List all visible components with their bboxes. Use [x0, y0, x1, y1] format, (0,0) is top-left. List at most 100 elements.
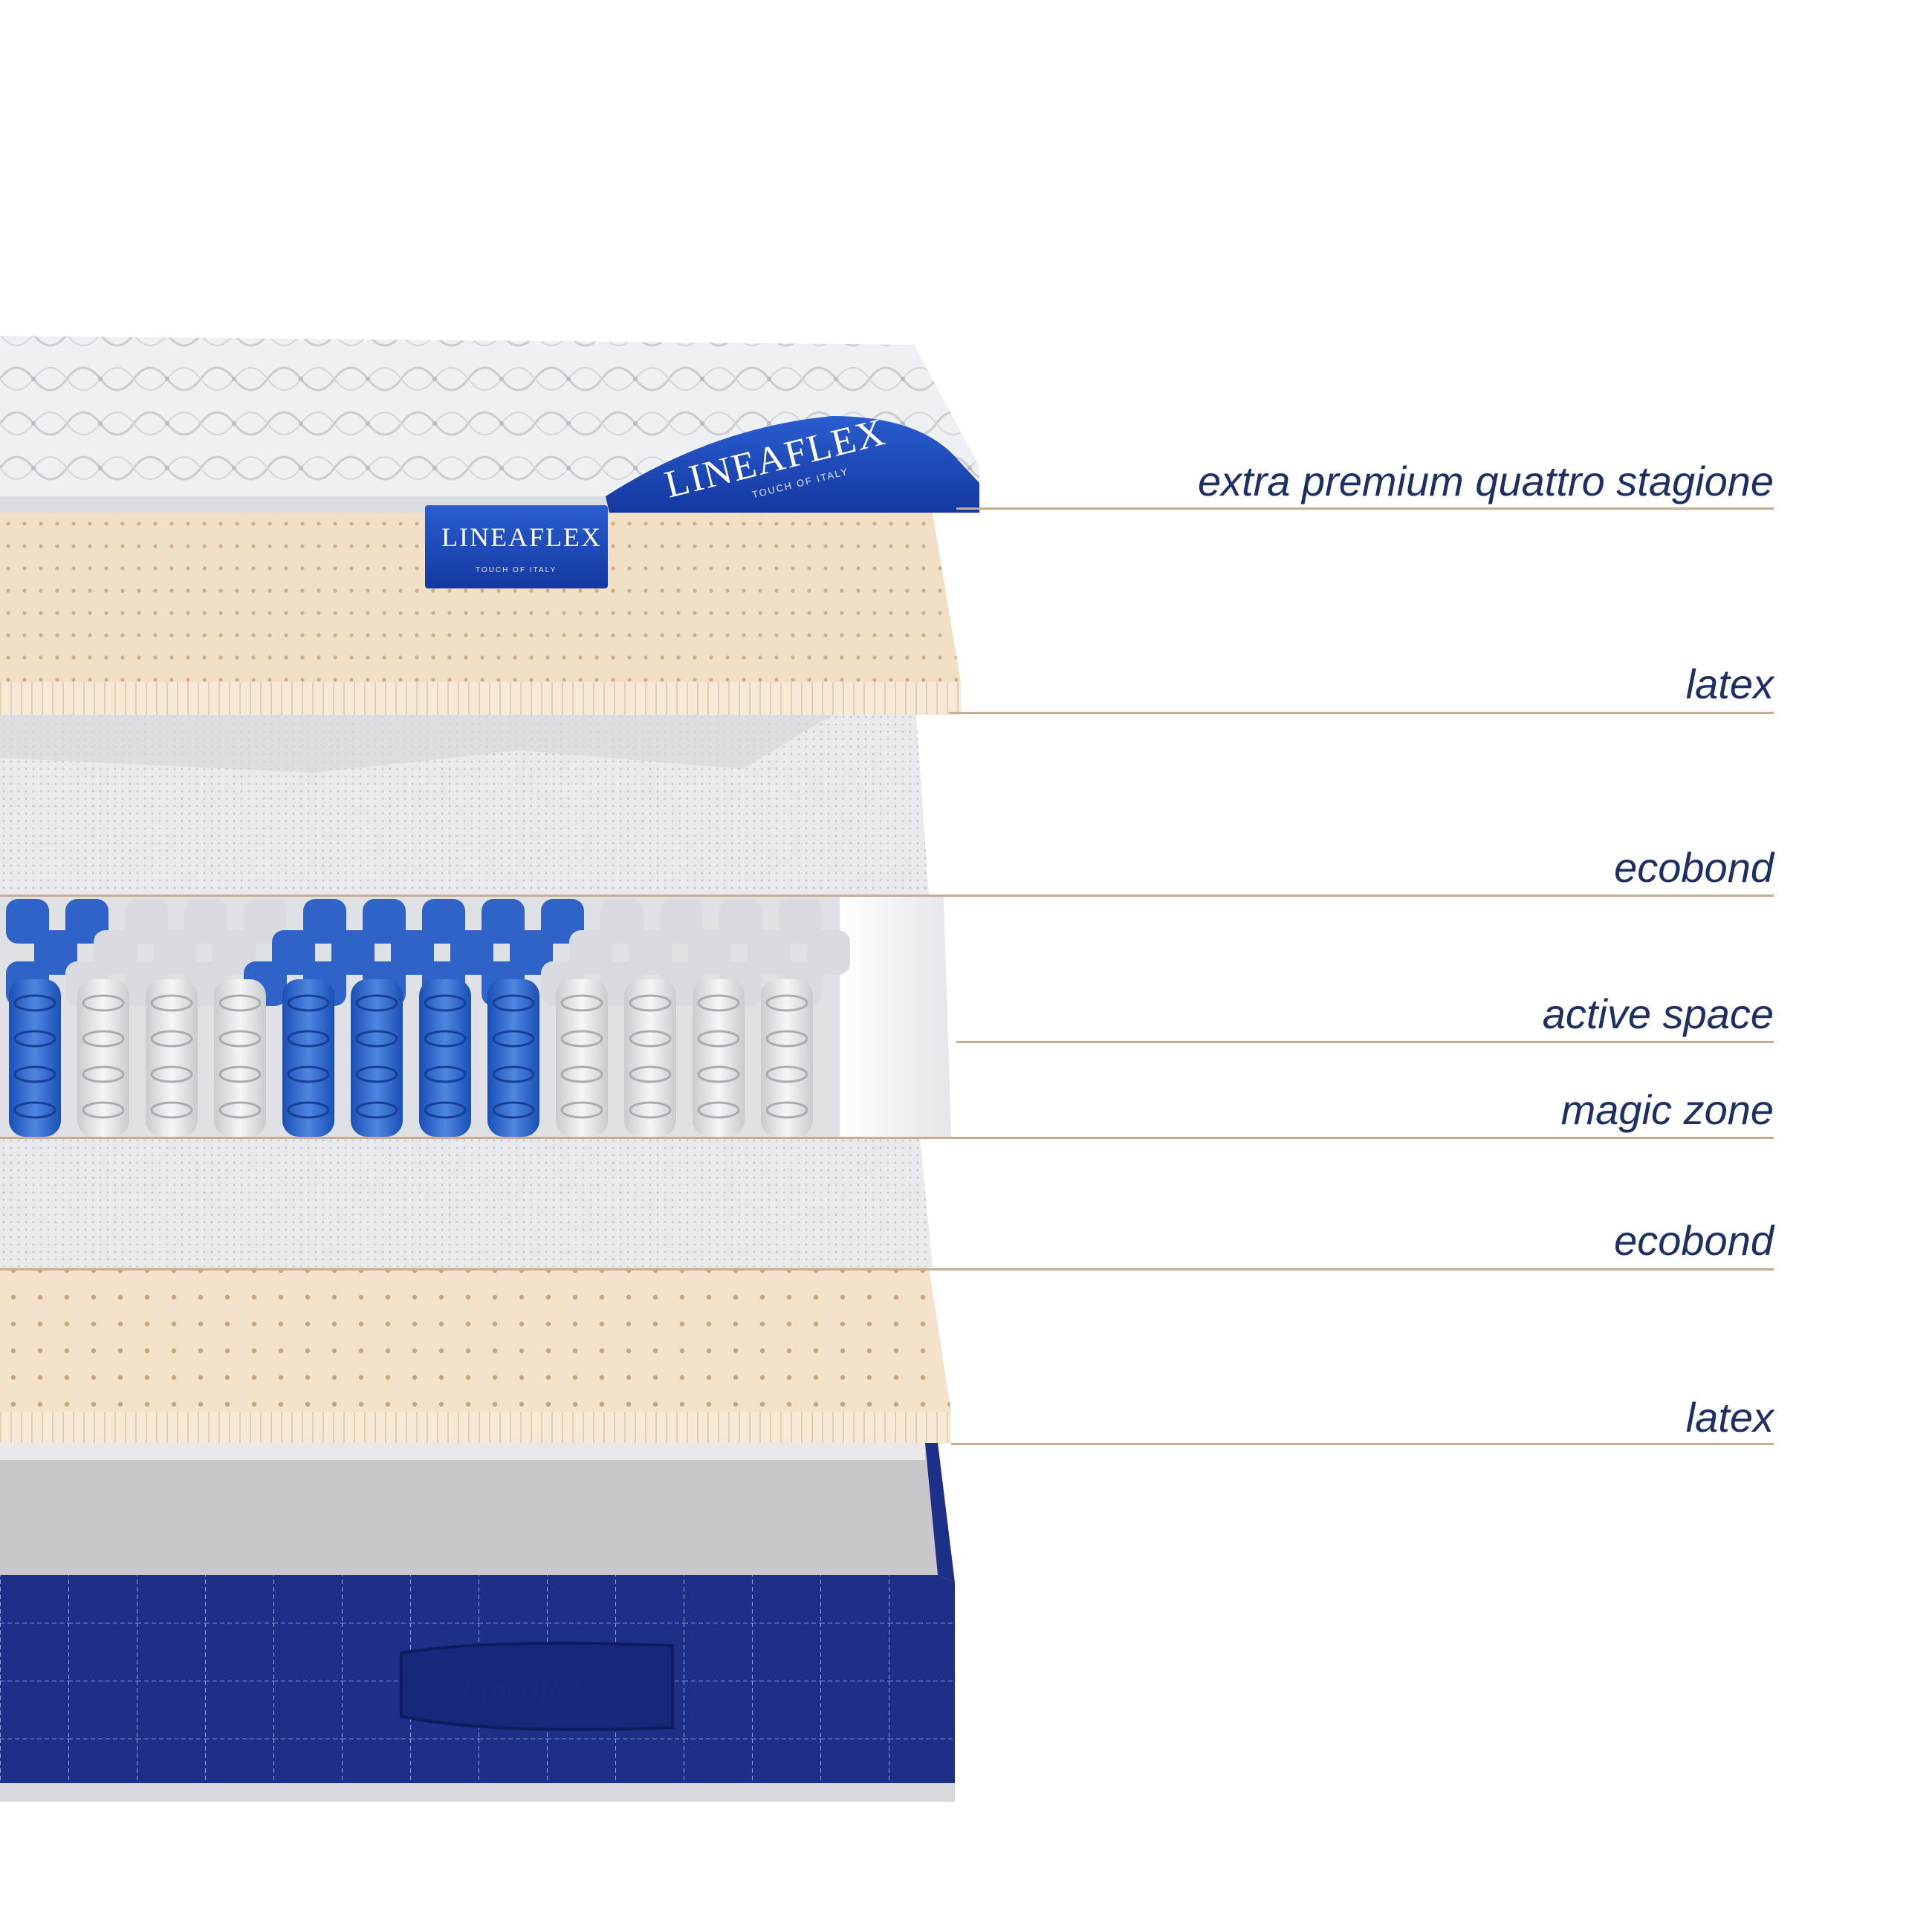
spring-coil-ring	[13, 1101, 56, 1119]
leader-line-latex-top	[949, 712, 1774, 714]
spring-coil-ring	[82, 1030, 125, 1048]
spring-coil-ring	[492, 994, 535, 1012]
spring-coil-blue	[282, 979, 334, 1137]
spring-coil-ring	[355, 1030, 398, 1048]
spring-coil-ring	[150, 1065, 193, 1083]
spring-coil-back	[688, 930, 731, 975]
spring-coil-ring	[765, 994, 808, 1012]
spring-coil-blue	[9, 979, 61, 1137]
spring-coil-ring	[697, 1030, 740, 1048]
spring-coil-ring	[150, 1030, 193, 1048]
spring-coil-ring	[560, 1101, 603, 1119]
label-latex-top: latex	[1685, 661, 1774, 707]
spring-coil-back	[719, 899, 762, 944]
spring-coil-white	[146, 979, 198, 1137]
leader-line-latex-bottom	[951, 1443, 1774, 1445]
spring-coil-ring	[218, 1030, 262, 1048]
spring-coil-back	[331, 930, 375, 975]
spring-coil-ring	[150, 1101, 193, 1119]
label-latex-bottom: latex	[1685, 1394, 1774, 1441]
spring-coil-ring	[629, 994, 672, 1012]
spring-coil-back	[125, 899, 168, 944]
spring-coil-back	[65, 899, 108, 944]
label-magic-zone: magic zone	[1560, 1086, 1774, 1133]
spring-coil-ring	[424, 1101, 467, 1119]
spring-coil-back	[510, 930, 553, 975]
spring-coil-back	[569, 930, 612, 975]
spring-coil-ring	[424, 1030, 467, 1048]
spring-coil-ring	[560, 994, 603, 1012]
spring-coil-ring	[629, 1101, 672, 1119]
spring-coil-ring	[697, 1065, 740, 1083]
spring-coil-ring	[765, 1030, 808, 1048]
spring-coil-ring	[287, 1030, 330, 1048]
label-ecobond-bottom: ecobond	[1614, 1217, 1774, 1264]
spring-coil-ring	[287, 1101, 330, 1119]
spring-coil-ring	[629, 1065, 672, 1083]
leader-line-topper	[956, 507, 1774, 510]
spring-coil-ring	[355, 1065, 398, 1083]
mattress-base	[0, 1443, 955, 1802]
spring-coil-back	[363, 899, 406, 944]
spring-coil-ring	[287, 1065, 330, 1083]
spring-coil-ring	[13, 994, 56, 1012]
pocket-spring-core	[0, 895, 951, 1137]
spring-coil-ring	[218, 1065, 262, 1083]
spring-coil-back	[482, 899, 525, 944]
spring-coil-back	[6, 899, 49, 944]
tag-brand-text: LINEAFLEX	[441, 522, 602, 552]
spring-coil-ring	[355, 994, 398, 1012]
spring-coil-white	[624, 979, 676, 1137]
spring-coil-back	[748, 930, 791, 975]
spring-coil-blue	[351, 979, 403, 1137]
spring-coil-ring	[560, 1030, 603, 1048]
spring-coil-ring	[287, 994, 330, 1012]
spring-coil-ring	[492, 1101, 535, 1119]
spring-coil-back	[244, 899, 287, 944]
label-active-space: active space	[1542, 990, 1774, 1037]
spring-coil-back	[184, 899, 227, 944]
ecobond-bottom-layer	[0, 1137, 933, 1267]
spring-coil-ring	[13, 1065, 56, 1083]
latex-bottom-layer	[0, 1267, 951, 1443]
spring-coil-ring	[13, 1030, 56, 1048]
spring-coil-back	[450, 930, 493, 975]
spring-coil-ring	[424, 994, 467, 1012]
spring-coil-back	[660, 899, 703, 944]
leader-line-magic-zone	[0, 1137, 1774, 1139]
spring-coil-ring	[82, 994, 125, 1012]
leader-line-active-space	[956, 1041, 1774, 1043]
spring-coil-ring	[629, 1030, 672, 1048]
spring-coil-ring	[765, 1101, 808, 1119]
spring-coil-back	[807, 930, 850, 975]
ecobond-top-layer	[0, 715, 929, 895]
spring-coil-ring	[765, 1065, 808, 1083]
spring-coil-ring	[492, 1030, 535, 1048]
spring-coil-back	[153, 930, 196, 975]
label-topper: extra premium quattro stagione	[1197, 458, 1774, 504]
spring-coil-ring	[697, 994, 740, 1012]
embossed-handle	[400, 1641, 674, 1731]
embossed-brand-text: Lineaflex	[460, 1669, 589, 1707]
label-ecobond-top: ecobond	[1614, 844, 1774, 891]
spring-coil-ring	[218, 994, 262, 1012]
spring-coil-ring	[82, 1065, 125, 1083]
tag-brand-tagline: TOUCH OF ITALY	[476, 566, 557, 574]
spring-coil-white	[761, 979, 813, 1137]
spring-coil-back	[422, 899, 465, 944]
spring-coil-ring	[218, 1101, 262, 1119]
spring-coil-ring	[424, 1065, 467, 1083]
spring-coil-back	[779, 899, 822, 944]
spring-coil-back	[391, 930, 434, 975]
spring-coil-back	[213, 930, 256, 975]
spring-coil-ring	[697, 1101, 740, 1119]
latex-top-layer	[0, 505, 961, 715]
spring-coil-back	[541, 899, 584, 944]
leader-line-ecobond-top	[0, 895, 1774, 897]
spring-coil-ring	[560, 1065, 603, 1083]
leader-line-ecobond-bottom	[0, 1268, 1774, 1270]
spring-coil-ring	[150, 994, 193, 1012]
spring-coil-back	[272, 930, 315, 975]
